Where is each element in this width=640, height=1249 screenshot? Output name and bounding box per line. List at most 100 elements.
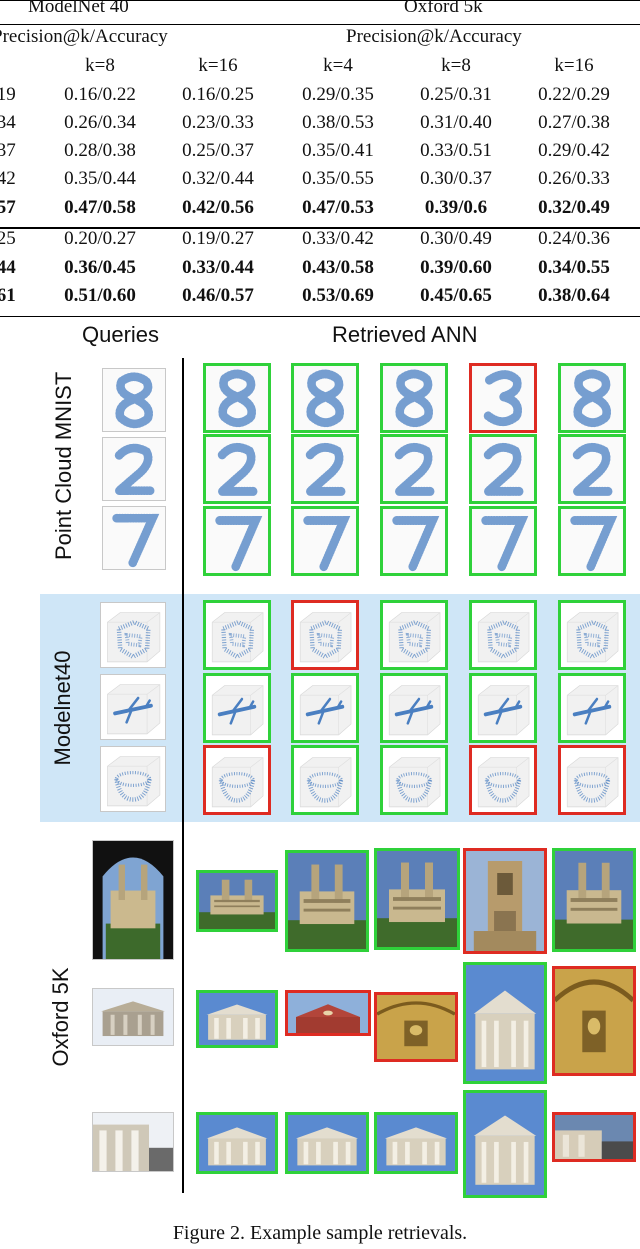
table-cell: 0.27/0.38 bbox=[538, 112, 610, 133]
table-cell: 0.33/0.44 bbox=[182, 257, 254, 278]
table-cell: 0.32/0.49 bbox=[538, 197, 610, 218]
table-cell: 0.42/0.56 bbox=[182, 197, 254, 218]
retrieved-correct-image bbox=[285, 850, 369, 952]
table-cell: 0.43/0.58 bbox=[302, 257, 374, 278]
table-cell: 0.26/0.33 bbox=[538, 168, 610, 189]
table-cell-partial: .57 bbox=[0, 197, 16, 218]
table-cell: 0.29/0.42 bbox=[538, 140, 610, 161]
table-cell: 0.53/0.69 bbox=[302, 285, 374, 306]
retrieved-correct-image bbox=[374, 848, 460, 950]
table-cell: 0.29/0.35 bbox=[302, 84, 374, 105]
retrieved-correct-image bbox=[558, 673, 626, 743]
retrieved-correct-image bbox=[291, 434, 359, 504]
retrieved-wrong-image bbox=[552, 1112, 636, 1162]
retrieved-correct-image bbox=[196, 990, 278, 1048]
table-cell-partial: .25 bbox=[0, 228, 16, 249]
table-header-rule bbox=[0, 24, 640, 25]
query-divider bbox=[182, 358, 184, 1193]
table-cell: 0.30/0.49 bbox=[420, 228, 492, 249]
k-header: k=8 bbox=[441, 55, 471, 76]
table-cell: 0.47/0.53 bbox=[302, 197, 374, 218]
retrieved-correct-image bbox=[469, 673, 537, 743]
table-cell: 0.26/0.34 bbox=[64, 112, 136, 133]
table-cell: 0.16/0.22 bbox=[64, 84, 136, 105]
retrieved-wrong-image bbox=[291, 600, 359, 670]
retrieved-correct-image bbox=[380, 673, 448, 743]
table-cell: 0.16/0.25 bbox=[182, 84, 254, 105]
table-cell-partial: .34 bbox=[0, 112, 16, 133]
retrieved-correct-image bbox=[291, 673, 359, 743]
table-cell: 0.25/0.37 bbox=[182, 140, 254, 161]
table-cell-partial: .37 bbox=[0, 140, 16, 161]
retrieved-correct-image bbox=[463, 1090, 547, 1198]
retrieved-correct-image bbox=[285, 1112, 369, 1174]
retrieved-wrong-image bbox=[374, 992, 458, 1062]
query-image bbox=[92, 840, 174, 960]
queries-column-title: Queries bbox=[82, 322, 160, 347]
table-cell: 0.19/0.27 bbox=[182, 228, 254, 249]
retrieved-wrong-image bbox=[469, 363, 537, 433]
retrieved-correct-image bbox=[380, 745, 448, 815]
table-cell-partial: .42 bbox=[0, 168, 16, 189]
retrieved-correct-image bbox=[291, 745, 359, 815]
table-cell: 0.23/0.33 bbox=[182, 112, 254, 133]
table-cell: 0.33/0.42 bbox=[302, 228, 374, 249]
retrieved-correct-image bbox=[203, 363, 271, 433]
query-image bbox=[102, 506, 166, 570]
query-image bbox=[102, 368, 166, 432]
query-image bbox=[100, 746, 166, 812]
query-image bbox=[92, 1112, 174, 1172]
table-cell: 0.38/0.53 bbox=[302, 112, 374, 133]
table-cell-partial: .44 bbox=[0, 257, 16, 278]
retrieved-correct-image bbox=[196, 870, 278, 932]
retrieved-wrong-image bbox=[552, 966, 636, 1076]
table-cell: 0.30/0.37 bbox=[420, 168, 492, 189]
group-header-oxford: Oxford 5k bbox=[404, 0, 483, 17]
table-cell: 0.36/0.45 bbox=[64, 257, 136, 278]
retrieved-correct-image bbox=[203, 673, 271, 743]
retrieved-correct-image bbox=[380, 506, 448, 576]
table-cell: 0.25/0.31 bbox=[420, 84, 492, 105]
retrieved-correct-image bbox=[558, 363, 626, 433]
retrieved-correct-image bbox=[374, 1112, 458, 1174]
retrieved-correct-image bbox=[203, 434, 271, 504]
table-cell: 0.35/0.41 bbox=[302, 140, 374, 161]
query-image bbox=[102, 437, 166, 501]
retrieved-correct-image bbox=[380, 363, 448, 433]
retrieved-correct-image bbox=[203, 600, 271, 670]
retrieved-correct-image bbox=[552, 848, 636, 952]
section-label-modelnet: Modelnet40 bbox=[50, 650, 75, 766]
k-header: k=8 bbox=[85, 55, 115, 76]
figure-caption: Figure 2. Example sample retrievals. bbox=[172, 1222, 468, 1244]
table-cell: 0.28/0.38 bbox=[64, 140, 136, 161]
table-cell: 0.32/0.44 bbox=[182, 168, 254, 189]
table-cell: 0.20/0.27 bbox=[64, 228, 136, 249]
table-cell: 0.45/0.65 bbox=[420, 285, 492, 306]
retrieved-wrong-image bbox=[285, 990, 371, 1036]
query-image bbox=[92, 988, 174, 1046]
query-image bbox=[100, 602, 166, 668]
table-cell: 0.51/0.60 bbox=[64, 285, 136, 306]
table-bottom-rule bbox=[0, 316, 640, 317]
table-cell: 0.47/0.58 bbox=[64, 197, 136, 218]
retrieved-correct-image bbox=[196, 1112, 278, 1174]
group-header-modelnet: ModelNet 40 bbox=[28, 0, 129, 17]
table-cell: 0.34/0.55 bbox=[538, 257, 610, 278]
section-label-oxford: Oxford 5K bbox=[48, 967, 73, 1067]
table-cell: 0.35/0.55 bbox=[302, 168, 374, 189]
metric-header-modelnet: Precision@k/Accuracy bbox=[0, 26, 168, 47]
k-header: k=16 bbox=[554, 55, 594, 76]
retrieved-correct-image bbox=[469, 506, 537, 576]
table-cell: 0.39/0.6 bbox=[424, 197, 488, 218]
retrieved-wrong-image bbox=[469, 745, 537, 815]
retrieved-correct-image bbox=[380, 434, 448, 504]
retrieved-correct-image bbox=[558, 600, 626, 670]
retrieved-correct-image bbox=[291, 363, 359, 433]
table-top-rule bbox=[0, 0, 640, 1]
section-label-mnist: Point Cloud MNIST bbox=[51, 371, 76, 560]
k-header: k=4 bbox=[323, 55, 353, 76]
retrieved-correct-image bbox=[558, 434, 626, 504]
retrieved-column-title: Retrieved ANN bbox=[332, 322, 478, 347]
table-cell-partial: .61 bbox=[0, 285, 16, 306]
k-header: k=16 bbox=[198, 55, 238, 76]
